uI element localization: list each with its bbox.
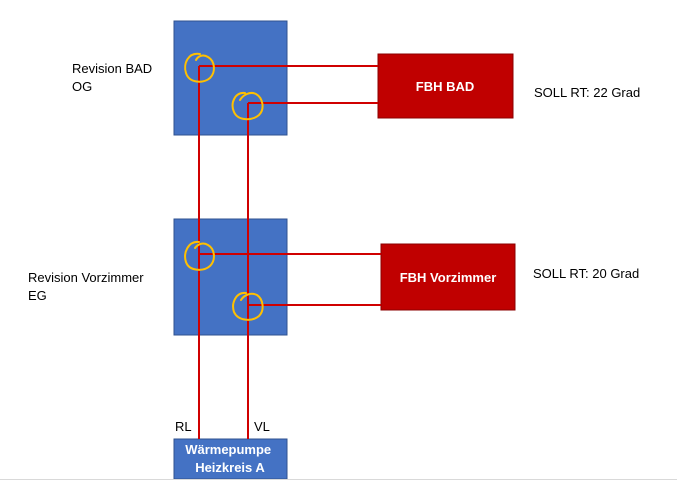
pipe-label-return: RL — [175, 419, 192, 434]
valve-marker-vorzimmer-return — [184, 240, 215, 271]
revision-label-bad: Revision BAD OG — [72, 61, 156, 94]
revision-box-bad — [173, 20, 288, 136]
revision-label-vorzimmer: Revision Vorzimmer EG — [28, 270, 147, 303]
fbh-box-vorzimmer — [380, 243, 516, 311]
bottom-divider — [0, 479, 677, 480]
revision-box-vorzimmer — [173, 218, 288, 336]
valve-marker-bad-return — [184, 52, 215, 83]
soll-label-vorzimmer: SOLL RT: 20 Grad — [533, 266, 639, 281]
soll-label-bad: SOLL RT: 22 Grad — [534, 85, 640, 100]
valve-marker-vorzimmer-flow — [232, 291, 264, 321]
pipe-label-flow: VL — [254, 419, 270, 434]
valve-marker-bad-flow — [231, 91, 264, 121]
fbh-label-vorzimmer: FBH Vorzimmer — [400, 270, 497, 285]
fbh-box-bad — [377, 53, 514, 119]
fbh-label-bad: FBH BAD — [416, 79, 475, 94]
heat-pump-label: Wärmepumpe Heizkreis A — [185, 442, 275, 475]
heat-pump-box — [173, 438, 288, 480]
